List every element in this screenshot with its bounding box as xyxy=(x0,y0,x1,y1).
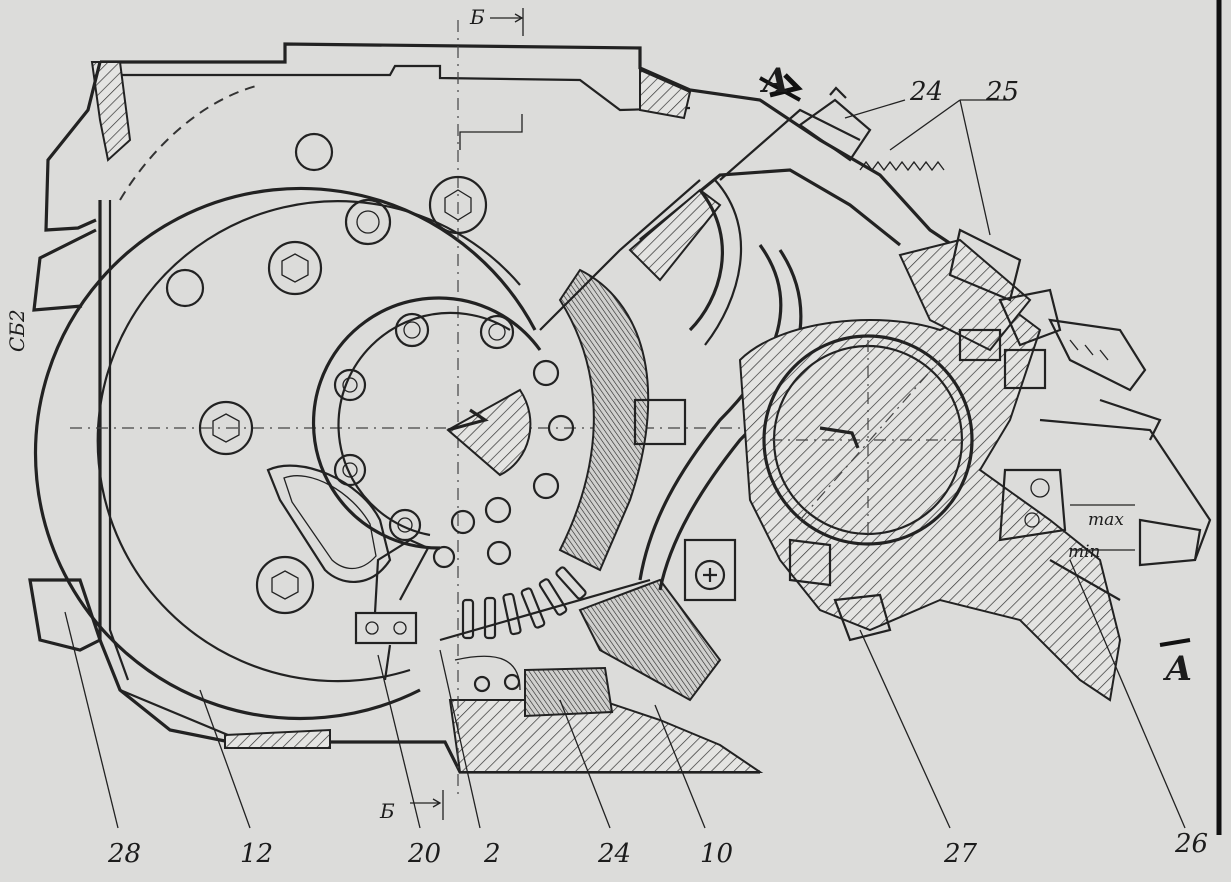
section-a-marks xyxy=(759,73,1191,647)
gauge-max-label: max xyxy=(1088,510,1124,530)
callout-20: 20 xyxy=(407,839,441,869)
callout-24-bottom: 24 xyxy=(597,839,631,869)
callout-10: 10 xyxy=(700,839,733,869)
clutch-section xyxy=(432,179,722,718)
section-mark-b-bottom: Б xyxy=(379,799,395,823)
callout-25: 25 xyxy=(985,77,1019,107)
callout-27: 27 xyxy=(943,839,978,869)
gauge-min-label: min xyxy=(1068,542,1101,562)
section-mark-a-bottom: А xyxy=(1162,649,1193,689)
linkage xyxy=(628,86,945,602)
callout-26: 26 xyxy=(1174,829,1208,859)
hub xyxy=(311,296,542,550)
callout-2: 2 xyxy=(483,839,501,869)
section-mark-a-top: А xyxy=(759,61,790,101)
leader-lines xyxy=(64,8,1186,829)
fitting-20 xyxy=(354,538,430,681)
callout-24-top: 24 xyxy=(909,77,943,107)
section-mark-b-top: Б xyxy=(469,5,485,29)
callout-12: 12 xyxy=(240,839,273,869)
right-housing xyxy=(738,228,1212,702)
side-note: СБ2 xyxy=(5,309,29,352)
labels: Б Б А А СБ2 max min 28 12 20 2 24 10 27 … xyxy=(5,5,1208,869)
callout-28: 28 xyxy=(107,839,141,869)
